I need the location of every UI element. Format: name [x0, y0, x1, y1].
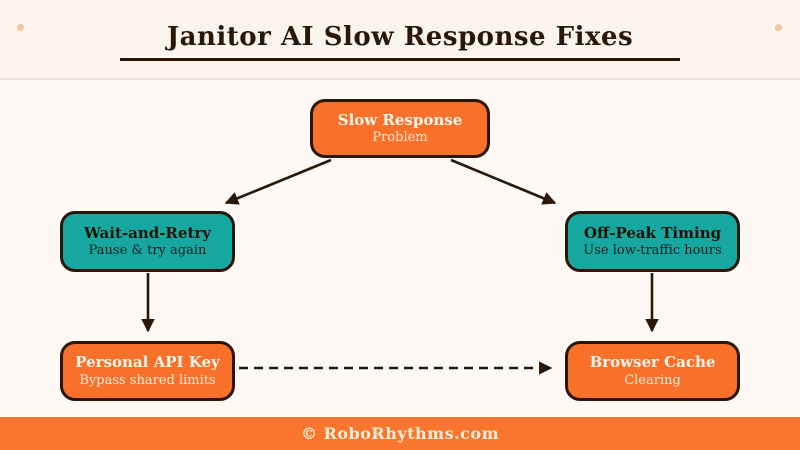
node-personal-api-key: Personal API Key Bypass shared limits	[60, 341, 235, 401]
decorative-dot-right	[775, 24, 782, 31]
title-underline	[120, 58, 680, 61]
header: Janitor AI Slow Response Fixes	[0, 0, 800, 80]
node-title: Browser Cache	[589, 353, 716, 372]
edge-problem-to-offpeak	[450, 158, 557, 205]
node-subtitle: Bypass shared limits	[79, 372, 216, 388]
node-off-peak-timing: Off-Peak Timing Use low-traffic hours	[565, 211, 740, 272]
node-title: Slow Response	[337, 110, 463, 129]
footer-bar: © RoboRhythms.com	[0, 417, 800, 450]
node-slow-response-problem: Slow Response Problem	[310, 99, 490, 158]
node-title: Personal API Key	[75, 353, 220, 372]
node-subtitle: Problem	[372, 130, 428, 146]
page-title: Janitor AI Slow Response Fixes	[166, 22, 634, 52]
edge-problem-to-wait	[224, 158, 332, 205]
node-title: Off-Peak Timing	[583, 223, 722, 242]
footer-copyright: © RoboRhythms.com	[301, 424, 499, 443]
node-subtitle: Pause & try again	[88, 243, 207, 259]
node-title: Wait-and-Retry	[83, 223, 211, 242]
node-subtitle: Clearing	[624, 372, 681, 388]
node-wait-and-retry: Wait-and-Retry Pause & try again	[60, 211, 235, 272]
node-subtitle: Use low-traffic hours	[583, 243, 722, 259]
node-browser-cache: Browser Cache Clearing	[565, 341, 740, 401]
decorative-dot-left	[17, 24, 24, 31]
